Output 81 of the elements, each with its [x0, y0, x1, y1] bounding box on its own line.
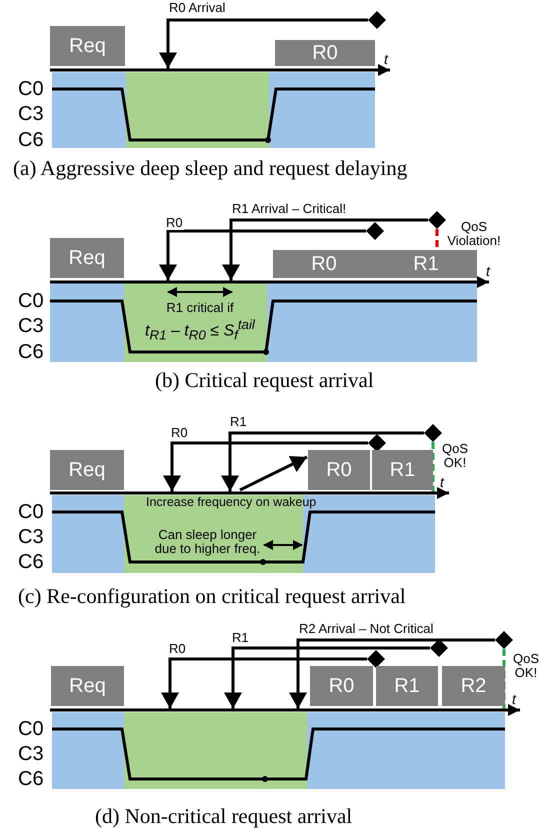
deadline-diamond [428, 211, 446, 229]
request-box [442, 666, 505, 706]
request-box [50, 238, 124, 278]
deadline-diamond [368, 434, 386, 452]
request-box [308, 450, 370, 490]
arrow [159, 230, 366, 280]
deadline-diamond [495, 631, 513, 649]
state-label: C6 [18, 552, 44, 573]
annotation: QoS OK! [440, 442, 469, 470]
state-label: C3 [18, 527, 44, 548]
edge-label: R0 [170, 426, 189, 440]
axis-label: t [486, 264, 490, 279]
request-label: R0 [311, 253, 337, 275]
request-label: R0 [326, 459, 352, 481]
request-box [50, 450, 124, 490]
annotation: Increase frequency on wakeup [146, 496, 316, 510]
request-label: R1 [390, 459, 416, 481]
edge-label: R0 [168, 642, 187, 656]
time-axis [50, 704, 520, 716]
deadline-diamond [424, 424, 442, 442]
request-label: Req [68, 247, 106, 269]
annotation: R1 critical if [165, 301, 235, 315]
caption: (a) Aggressive deep sleep and request delaying [13, 157, 408, 179]
state-label: C3 [18, 316, 44, 337]
deadline-diamond [367, 650, 385, 668]
deadline-diamond [368, 11, 386, 29]
arrow [159, 18, 368, 68]
annotation: QoS Violation! [446, 220, 502, 248]
state-label: C6 [18, 342, 44, 363]
time-axis [50, 64, 390, 76]
axis-label: t [440, 475, 444, 490]
arrow [161, 658, 367, 708]
request-label: R1 [394, 675, 420, 697]
request-box [275, 40, 375, 66]
request-label: R0 [328, 675, 354, 697]
dashed-line [436, 229, 438, 250]
state-label: C6 [18, 130, 44, 151]
request-label: R1 [413, 253, 439, 275]
dashed-line [502, 649, 506, 708]
edge-label: R1 [229, 415, 248, 429]
state-label: C3 [18, 104, 44, 125]
request-box [51, 666, 124, 706]
deadline-diamond [366, 222, 384, 240]
state-label: C0 [18, 719, 44, 740]
edge-label: R0 Arrival [168, 1, 226, 15]
request-label: Req [68, 459, 106, 481]
state-label: C6 [18, 769, 44, 790]
request-label: Req [69, 35, 106, 57]
request-box [372, 450, 433, 490]
edge-label: R2 Arrival – Not Critical [298, 622, 434, 636]
arrow [224, 646, 430, 708]
annotation: QoS OK! [512, 652, 540, 680]
request-box [310, 666, 373, 706]
arrow [239, 456, 308, 492]
caption: (b) Critical request arrival [155, 369, 374, 391]
edge-label: R1 [231, 631, 250, 645]
request-box [273, 250, 477, 278]
state-label: C3 [18, 744, 44, 765]
state-label: C0 [18, 502, 44, 523]
state-label: C0 [18, 79, 44, 100]
time-axis [50, 487, 449, 499]
request-label: R2 [460, 675, 486, 697]
axis-label: t [512, 692, 516, 707]
annotation: Can sleep longer due to higher freq. [154, 528, 262, 556]
axis-label: t [384, 52, 388, 67]
time-axis [50, 276, 489, 288]
state-label: C0 [18, 291, 44, 312]
request-label: R0 [312, 42, 338, 64]
arrow [289, 638, 495, 708]
caption: (c) Re-configuration on critical request arrival [18, 585, 406, 607]
request-box [376, 666, 438, 706]
edge-label: R0 [165, 216, 184, 230]
request-label: Req [69, 675, 106, 697]
deadline-diamond [430, 639, 448, 657]
arrow [222, 218, 428, 280]
request-box [50, 26, 125, 66]
edge-label: R1 Arrival – Critical! [231, 202, 348, 216]
dashed-line [432, 442, 434, 492]
arrow [221, 432, 424, 492]
caption: (d) Non-critical request arrival [95, 805, 352, 827]
arrow [163, 442, 368, 492]
